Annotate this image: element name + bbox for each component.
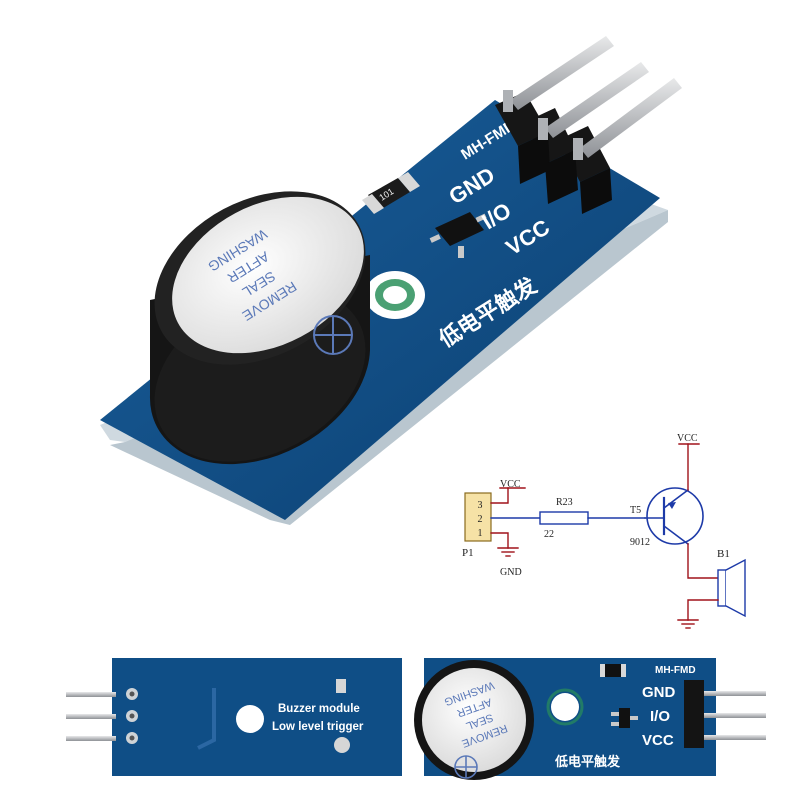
connector-p1 [464,492,492,542]
transistor-ref: T5 [630,505,641,516]
resistor-value: 22 [544,529,554,540]
pin-num-3: 3 [478,500,483,511]
smd-resistor: 101 [362,172,420,214]
smd-transistor [429,212,487,258]
front-pin-gnd: GND [642,684,676,701]
ground-symbol-left [497,547,519,557]
front-view-module: REMOVE SEAL AFTER WASHING MH-FMD GND I/O… [414,658,766,780]
front-buzzer-sticker [422,668,526,772]
buzzer-sticker [172,196,364,354]
front-pins [704,691,766,740]
back-text-line2: Low level trigger [272,721,364,733]
buzzer-ref: B1 [717,548,730,560]
back-text-line1: Buzzer module [278,703,360,715]
transistor-t5 [644,487,704,546]
buzzer-symbol-b1 [717,558,746,618]
front-plus-icon [454,755,478,779]
ground-symbol-right [677,619,699,629]
front-header [684,680,704,748]
resistor-r23 [539,511,589,525]
main-module: 101 MH-FMD GND I/O VCC 低电平触发 [100,36,682,525]
back-view-module: Buzzer module Low level trigger [66,658,402,776]
vcc-label-top: VCC [677,433,698,444]
buzzer: REMOVE SEAL AFTER WASHING [149,191,370,465]
gnd-label-left: GND [500,567,522,578]
vcc-label-left: VCC [500,479,521,490]
front-pin-vcc: VCC [642,732,674,749]
pin-num-2: 2 [478,514,483,525]
transistor-part: 9012 [630,537,650,548]
connector-ref: P1 [462,547,474,559]
resistor-ref: R23 [556,497,573,508]
header-pins [503,36,682,160]
back-hole [236,705,264,733]
schematic: 3 2 1 P1 VCC GND R23 22 T5 9012 [462,433,746,629]
back-pins [66,692,116,741]
front-brand: MH-FMD [655,665,696,676]
front-hole [551,693,579,721]
front-trigger-cn: 低电平触发 [554,754,621,769]
plus-icon [313,315,353,355]
pin-num-1: 1 [478,528,483,539]
pin-header [495,92,612,214]
front-pin-io: I/O [650,708,670,725]
